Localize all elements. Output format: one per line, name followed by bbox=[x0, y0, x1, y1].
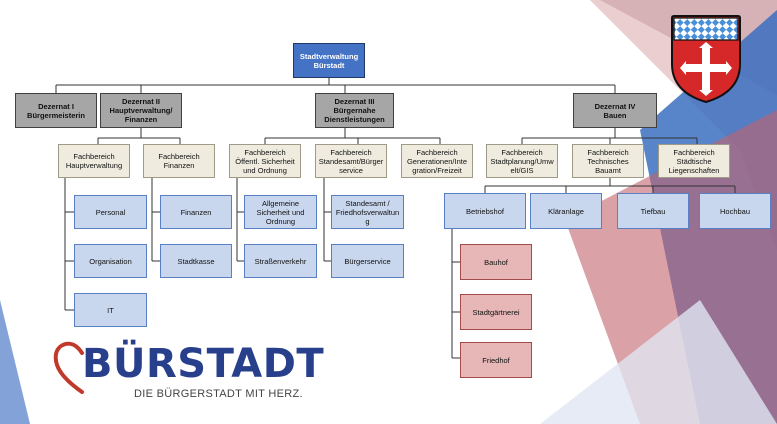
top-line2: Bürstadt bbox=[313, 60, 345, 70]
dezernat-4-box: Dezernat IV Bauen bbox=[573, 93, 657, 128]
fb-name-2: Liegenschaften bbox=[668, 165, 720, 175]
unit-label-3: Ordnung bbox=[265, 216, 296, 226]
fachbereich-bauamt: Fachbereich Technisches Bauamt bbox=[572, 144, 644, 178]
unit-finanzen: Finanzen bbox=[160, 195, 232, 229]
fb-name-2: Bauamt bbox=[595, 165, 621, 175]
unit-label-2: Sicherheit und bbox=[256, 207, 305, 217]
unit-klaeranlage: Kläranlage bbox=[530, 193, 602, 229]
fachbereich-standesamt: Fachbereich Standesamt/Bürger service bbox=[315, 144, 387, 178]
fb-name: Finanzen bbox=[163, 161, 195, 170]
fachbereich-liegenschaften: Fachbereich Städtische Liegenschaften bbox=[658, 144, 730, 178]
fb-name-1: Städtische bbox=[676, 156, 712, 166]
dezernat-3-subtitle-2: Dienstleistungen bbox=[324, 115, 385, 124]
coat-of-arms-icon bbox=[671, 15, 741, 104]
unit-bauhof: Bauhof bbox=[460, 244, 532, 280]
unit-label: Tiefbau bbox=[640, 206, 666, 216]
top-line1: Stadtverwaltung bbox=[299, 51, 359, 61]
dezernat-4-title: Dezernat IV bbox=[594, 101, 636, 111]
logo-wordmark: BÜRSTADT bbox=[82, 341, 325, 387]
unit-friedhof: Friedhof bbox=[460, 342, 532, 378]
unit-label: Personal bbox=[95, 207, 126, 217]
fachbereich-hauptverwaltung: Fachbereich Hauptverwaltung bbox=[58, 144, 130, 178]
unit-label: IT bbox=[107, 305, 114, 315]
unit-label: Stadtkasse bbox=[177, 256, 215, 266]
fb-name-2: service bbox=[339, 165, 363, 175]
fb-name-1: Öffentl. Sicherheit bbox=[235, 156, 295, 166]
fb-name-1: Stadtplanung/Umw bbox=[490, 156, 554, 166]
fb-name-2: und Ordnung bbox=[243, 165, 287, 175]
fb-label: Fachbereich bbox=[73, 152, 115, 161]
unit-label: Bauhof bbox=[484, 257, 508, 267]
unit-label: Hochbau bbox=[719, 206, 751, 216]
unit-label-1: Allgemeine bbox=[261, 198, 300, 208]
unit-tiefbau: Tiefbau bbox=[617, 193, 689, 229]
unit-organisation: Organisation bbox=[74, 244, 147, 278]
fb-label: Fachbereich bbox=[158, 152, 200, 161]
dezernat-3-subtitle-1: Bürgernahe bbox=[333, 106, 376, 115]
fachbereich-generationen: Fachbereich Generationen/Inte gration/Fr… bbox=[401, 144, 473, 178]
unit-hochbau: Hochbau bbox=[699, 193, 771, 229]
fb-name-2: elt/GIS bbox=[510, 165, 534, 175]
unit-stadtgaertnerei: Stadtgärtnerei bbox=[460, 294, 532, 330]
stadtverwaltung-box: Stadtverwaltung Bürstadt bbox=[293, 43, 365, 78]
buerstadt-logo: BÜRSTADT DIE BÜRGERSTADT MIT HERZ. bbox=[52, 338, 324, 408]
unit-betriebshof: Betriebshof bbox=[444, 193, 526, 229]
unit-label-1: Standesamt / bbox=[345, 198, 390, 208]
unit-buergerservice: Bürgerservice bbox=[331, 244, 404, 278]
unit-personal: Personal bbox=[74, 195, 147, 229]
unit-label: Friedhof bbox=[482, 355, 510, 365]
unit-label: Kläranlage bbox=[548, 206, 584, 216]
dezernat-3-box: Dezernat III Bürgernahe Dienstleistungen bbox=[315, 93, 394, 128]
dezernat-1-box: Dezernat I Bürgermeisterin bbox=[15, 93, 97, 128]
dezernat-4-subtitle: Bauen bbox=[603, 110, 627, 120]
fachbereich-sicherheit: Fachbereich Öffentl. Sicherheit und Ordn… bbox=[229, 144, 301, 178]
unit-label: Stadtgärtnerei bbox=[472, 307, 520, 317]
logo-slogan: DIE BÜRGERSTADT MIT HERZ. bbox=[134, 388, 303, 400]
fb-name-1: Technisches bbox=[587, 156, 629, 166]
unit-standesamt: Standesamt / Friedhofsverwaltun g bbox=[331, 195, 404, 229]
unit-label: Betriebshof bbox=[466, 206, 504, 216]
heart-icon bbox=[53, 341, 84, 394]
unit-label: Bürgerservice bbox=[344, 256, 391, 266]
fb-name: Hauptverwaltung bbox=[65, 161, 123, 170]
unit-label-3: g bbox=[365, 216, 370, 226]
unit-label: Straßenverkehr bbox=[254, 256, 307, 266]
unit-label: Organisation bbox=[89, 256, 132, 266]
dezernat-3-title: Dezernat III bbox=[334, 97, 375, 106]
fb-label: Fachbereich bbox=[673, 147, 715, 157]
dezernat-2-title: Dezernat II bbox=[122, 97, 160, 106]
fb-label: Fachbereich bbox=[416, 147, 458, 157]
fb-label: Fachbereich bbox=[330, 147, 372, 157]
unit-it: IT bbox=[74, 293, 147, 327]
fachbereich-finanzen: Fachbereich Finanzen bbox=[143, 144, 215, 178]
fb-name-1: Standesamt/Bürger bbox=[318, 156, 384, 166]
unit-strassenverkehr: Straßenverkehr bbox=[244, 244, 317, 278]
unit-stadtkasse: Stadtkasse bbox=[160, 244, 232, 278]
dezernat-1-subtitle: Bürgermeisterin bbox=[27, 110, 85, 120]
dezernat-1-title: Dezernat I bbox=[38, 101, 74, 111]
fachbereich-stadtplanung: Fachbereich Stadtplanung/Umw elt/GIS bbox=[486, 144, 558, 178]
unit-allgemeine-sicherheit: Allgemeine Sicherheit und Ordnung bbox=[244, 195, 317, 229]
fb-name-1: Generationen/Inte bbox=[406, 156, 468, 166]
dezernat-2-subtitle-2: Finanzen bbox=[124, 115, 158, 124]
dezernat-2-box: Dezernat II Hauptverwaltung/ Finanzen bbox=[100, 93, 182, 128]
fb-label: Fachbereich bbox=[587, 147, 629, 157]
fb-label: Fachbereich bbox=[244, 147, 286, 157]
dezernat-2-subtitle-1: Hauptverwaltung/ bbox=[109, 106, 173, 115]
unit-label-2: Friedhofsverwaltun bbox=[335, 207, 400, 217]
fb-name-2: gration/Freizeit bbox=[412, 165, 462, 175]
unit-label: Finanzen bbox=[180, 207, 212, 217]
fb-label: Fachbereich bbox=[501, 147, 543, 157]
